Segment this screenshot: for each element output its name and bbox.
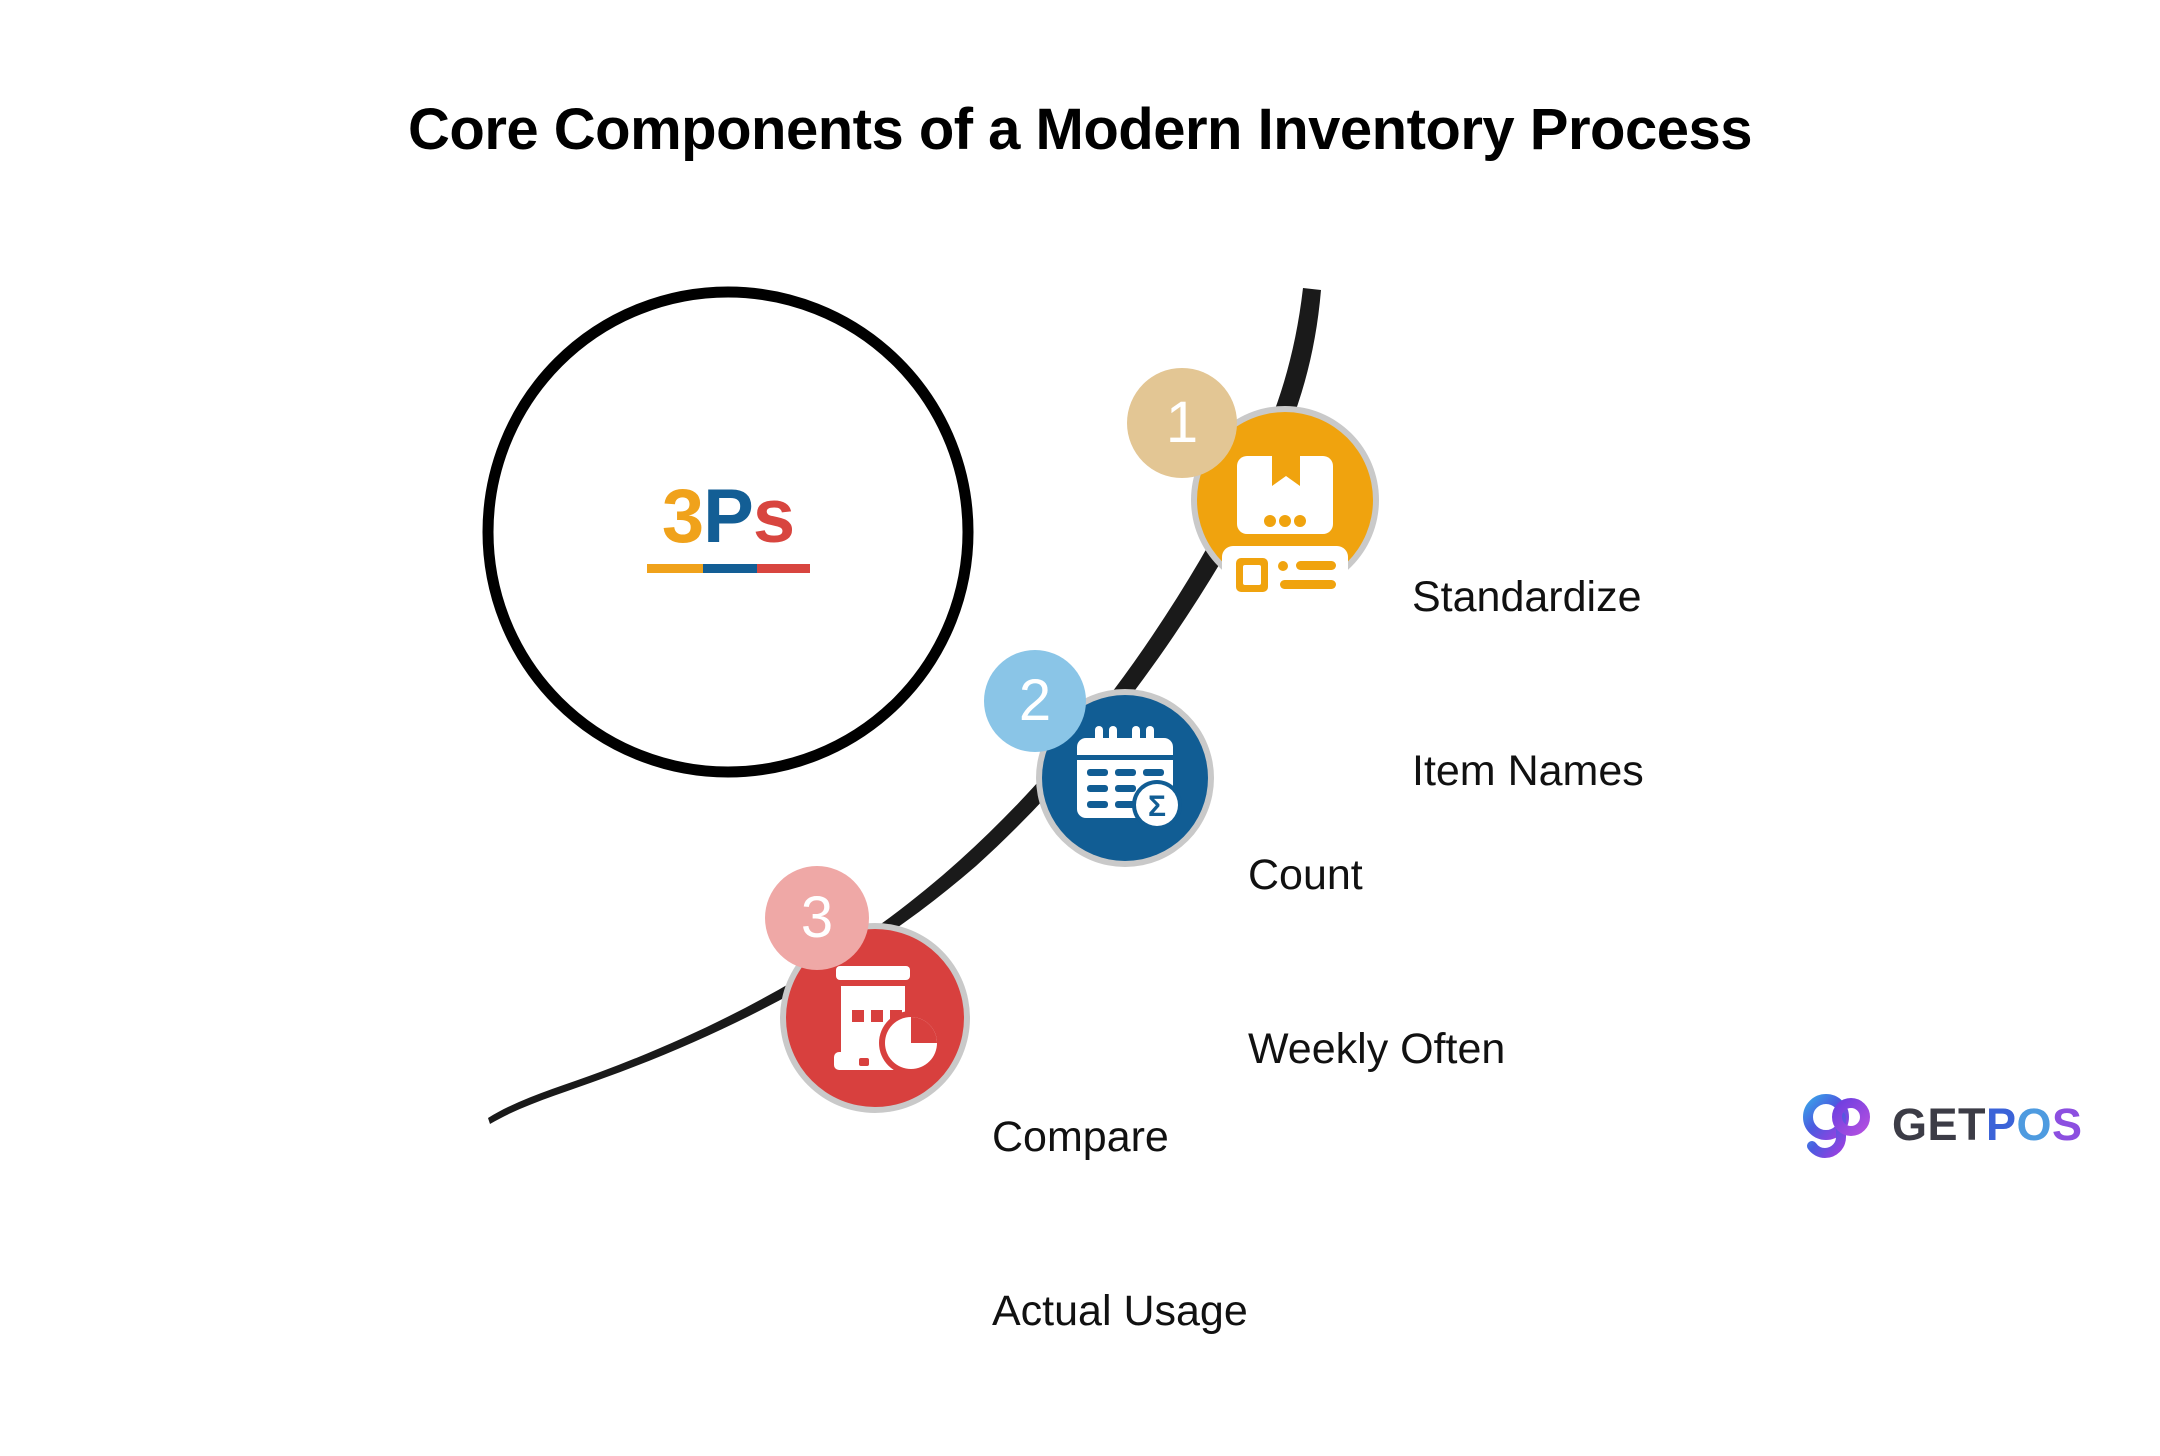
step-label-1: Standardize Item Names: [1412, 452, 1644, 916]
diagram-stage: Σ: [482, 286, 1379, 1124]
step-label-2-line1: Count: [1248, 851, 1363, 899]
brand-word-o: O: [2016, 1099, 2053, 1150]
step-number-bubble-1: [1127, 368, 1237, 478]
step-label-2-line2: Weekly Often: [1248, 1025, 1506, 1073]
step-label-1-line1: Standardize: [1412, 573, 1642, 621]
step-number-bubble-3: [765, 866, 869, 970]
three-ps-circle: [482, 286, 974, 778]
step-label-3: Compare Actual Usage: [992, 992, 1248, 1456]
step-number-bubble-2: [984, 650, 1086, 752]
step-badge-1[interactable]: [1127, 368, 1379, 606]
logo-char-3: 3: [661, 474, 704, 559]
step-number-2: 2: [1018, 668, 1052, 733]
step-label-3-line1: Compare: [992, 1113, 1169, 1161]
step-number-3: 3: [800, 885, 834, 950]
brand-word-s: S: [2052, 1099, 2083, 1150]
step-label-2: Count Weekly Often: [1248, 730, 1505, 1194]
logo-char-p: P: [703, 474, 754, 559]
brand-wordmark: GETPOS: [1892, 1102, 2083, 1148]
infographic-canvas: Core Components of a Modern Inventory Pr…: [408, 97, 2083, 1335]
logo-char-s: s: [752, 474, 795, 559]
package-label-icon: [1222, 456, 1348, 606]
step-label-3-line2: Actual Usage: [992, 1287, 1248, 1335]
svg-text:Σ: Σ: [1148, 790, 1166, 823]
report-piechart-icon: [834, 966, 943, 1075]
step-badge-3[interactable]: [765, 866, 970, 1113]
gp-monogram-icon: [1803, 1094, 1870, 1158]
brand-word-get: GET: [1892, 1099, 1987, 1150]
three-ps-logo: 3Ps: [558, 478, 898, 608]
brand-logo[interactable]: GETPOS: [1800, 1082, 2083, 1168]
brand-word-p: P: [1986, 1099, 2017, 1150]
step-label-1-line2: Item Names: [1412, 747, 1644, 795]
page-title: Core Components of a Modern Inventory Pr…: [408, 97, 1752, 162]
step-badge-2[interactable]: Σ: [984, 650, 1214, 867]
step-number-1: 1: [1165, 390, 1199, 455]
logo-underline-bar: [646, 564, 810, 573]
calendar-sum-icon: Σ: [1077, 726, 1182, 830]
